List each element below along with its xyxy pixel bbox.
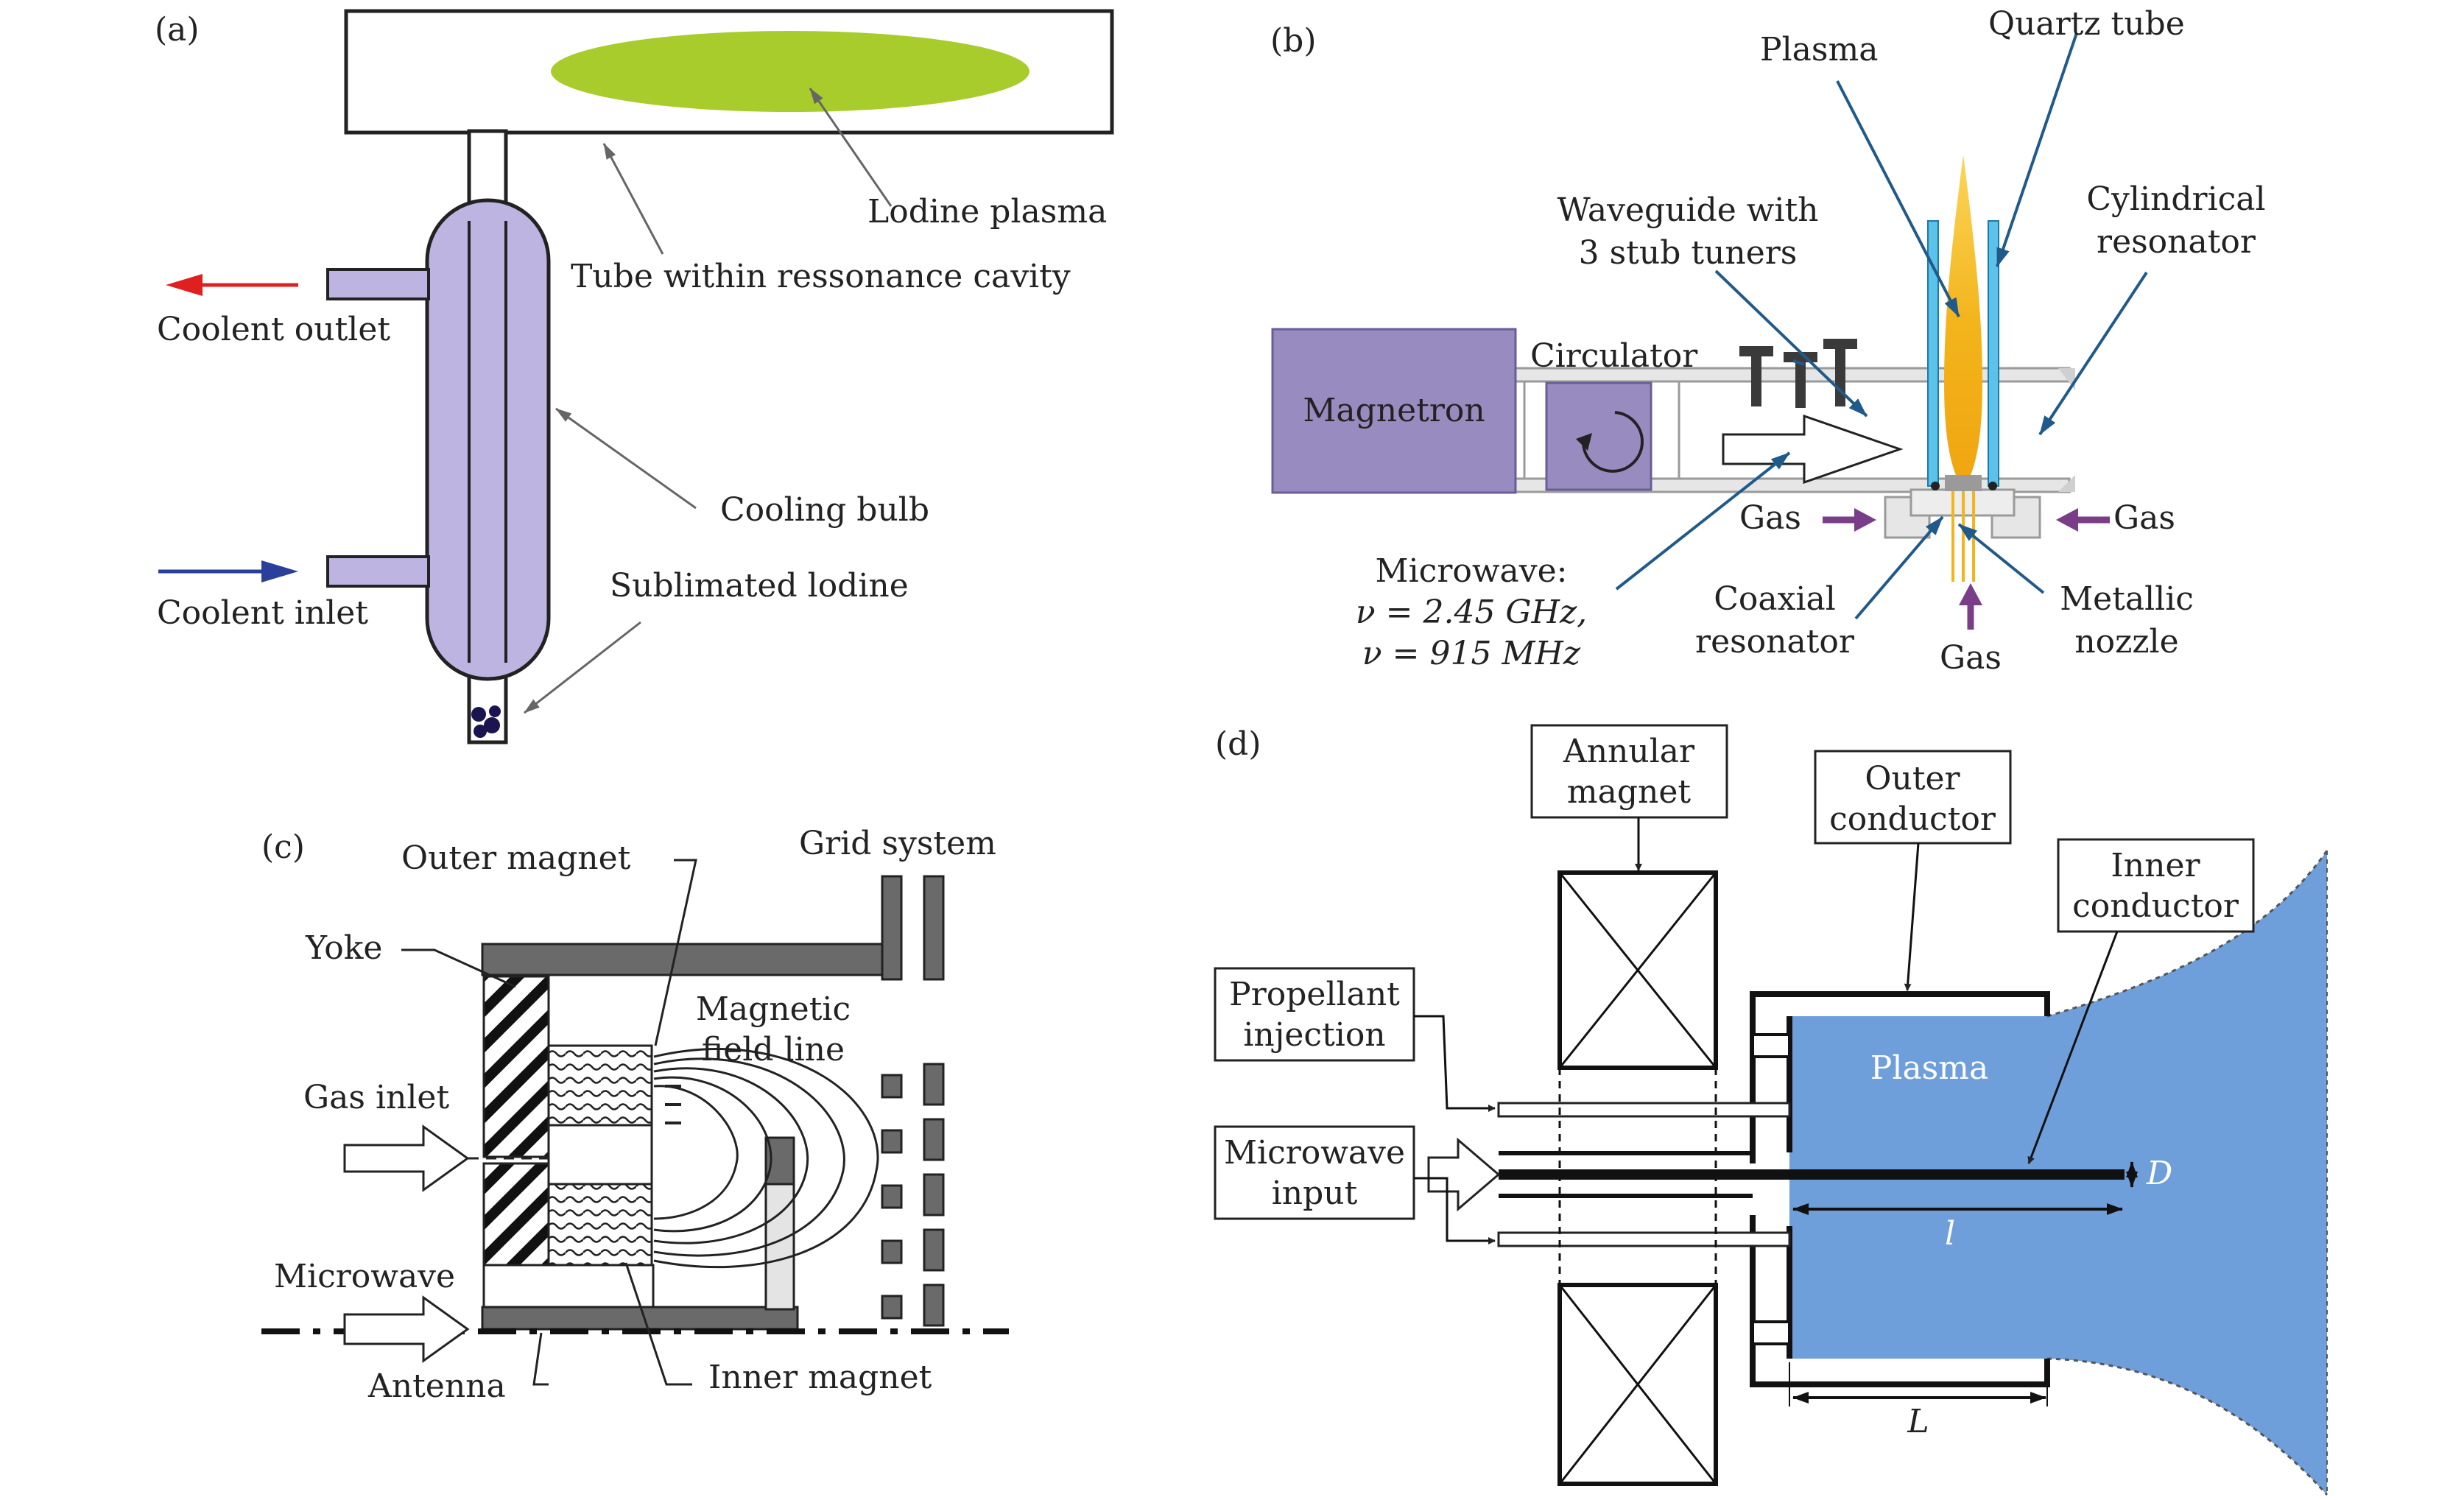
propellant-tube-lower [1497, 1231, 1791, 1247]
panel-d: (d) [1214, 724, 2329, 1496]
coolant-inlet-port [326, 555, 430, 588]
panel-b-tag: (b) [1270, 22, 1317, 60]
yoke-hatched-upper [482, 975, 550, 1158]
panel-c-tag: (c) [261, 828, 305, 866]
resonance-tube-label: Tube within ressonance cavity [571, 258, 1071, 295]
dimension-L-label: L [1907, 1403, 1929, 1440]
gas-arrow-right [2056, 508, 2110, 532]
panel-a-tag: (a) [155, 11, 200, 49]
quartz-tube-label: Quartz tube [1988, 5, 2185, 43]
circulator-rotation-icon [1582, 411, 1644, 473]
circulator-box [1545, 381, 1652, 491]
field-line-label-line1: Magnetic [696, 990, 851, 1028]
gas-inlet-arrow [343, 1124, 470, 1192]
outer-conductor-box [1814, 750, 2012, 845]
outer-magnet [547, 1044, 653, 1127]
coolant-outlet-label: Coolent outlet [157, 311, 390, 348]
cylindrical-resonator-label-line1: Cylindrical [2086, 180, 2265, 218]
metallic-nozzle-label-line2: nozzle [2074, 623, 2178, 661]
yoke-label: Yoke [305, 929, 382, 967]
gas-arrow-bottom [1959, 583, 1982, 630]
grid-system-label: Grid system [799, 825, 996, 862]
cooling-bulb-label: Cooling bulb [720, 491, 929, 529]
dimension-D-label: D [2146, 1155, 2172, 1192]
microwave-spec-line1: Microwave: [1376, 552, 1568, 590]
gas-inlet-label: Gas inlet [303, 1079, 449, 1116]
plasma-flame [1944, 155, 1982, 490]
propellant-tube-upper [1497, 1102, 1791, 1118]
waveguide-label-line1: Waveguide with [1557, 191, 1818, 229]
inner-magnet-label: Inner magnet [708, 1359, 932, 1396]
iodine-plasma-label: Lodine plasma [867, 193, 1107, 230]
inner-conductor-label-line1: Inner [2111, 847, 2200, 884]
microwave-label-c: Microwave [274, 1258, 455, 1295]
microwave-direction-arrow [1722, 414, 1904, 485]
coolant-outlet-port [326, 268, 430, 300]
gas-arrow-left [1823, 508, 1876, 532]
field-line-label-line2: field line [702, 1031, 845, 1068]
inner-conductor-rod [1499, 1169, 2125, 1180]
outer-conductor-label-line1: Outer [1865, 760, 1960, 797]
propellant-injection-label-line2: injection [1243, 1016, 1385, 1054]
grid-system [881, 875, 945, 1327]
antenna-label: Antenna [367, 1367, 506, 1405]
iodine-crystals [471, 705, 501, 738]
cooling-bulb [425, 198, 551, 681]
metallic-nozzle-label-line1: Metallic [2060, 580, 2194, 618]
magnetic-field-lines [653, 1048, 879, 1269]
waveguide-label-line2: 3 stub tuners [1579, 234, 1798, 272]
panel-b: (b) Magnetron Circulator [1270, 5, 2266, 677]
panel-c: (c) [261, 825, 1009, 1405]
inner-magnet [547, 1183, 653, 1267]
annular-magnet-lower [1557, 1283, 1718, 1486]
gas-label-right: Gas [2113, 499, 2175, 537]
yoke-bottom-bar [481, 1306, 799, 1331]
cylindrical-resonator-label-line2: resonator [2097, 223, 2256, 261]
outer-conductor-label-line2: conductor [1829, 800, 1996, 838]
circulator-label: Circulator [1530, 337, 1698, 375]
magnetron-label: Magnetron [1303, 392, 1485, 429]
microwave-arrow-c [343, 1295, 470, 1363]
yoke-hatched-lower [482, 1162, 550, 1267]
iodine-plasma-ellipse [551, 31, 1029, 112]
gas-label-left: Gas [1739, 499, 1801, 537]
magnetron-box [1271, 328, 1517, 494]
microwave-input-arrow [1427, 1137, 1501, 1212]
annular-magnet-label-line2: magnet [1567, 773, 1691, 811]
quartz-tube-right [1988, 220, 1999, 487]
microwave-spec-line2: ν = 2.45 GHz, [1356, 594, 1587, 631]
coaxial-resonator-label-line1: Coaxial [1714, 580, 1836, 618]
annular-magnet-box [1530, 724, 1728, 819]
microwave-input-box [1214, 1125, 1415, 1220]
metallic-nozzle [1945, 475, 1982, 491]
yoke-top-bar [481, 943, 885, 976]
dimension-l-label: l [1945, 1215, 1955, 1253]
propellant-injection-box [1214, 967, 1415, 1062]
panel-a: (a) Lodine plasma Tube w [155, 9, 1114, 744]
stub-tuners [1739, 339, 1857, 408]
propellant-injection-label-line1: Propellant [1229, 976, 1400, 1013]
panel-d-tag: (d) [1215, 725, 1261, 763]
coolant-inlet-arrow [158, 560, 298, 582]
inner-conductor-box [2057, 838, 2255, 933]
plasma-label-d: Plasma [1870, 1049, 1988, 1087]
outer-magnet-label: Outer magnet [401, 839, 631, 877]
sublimated-iodine-label: Sublimated lodine [610, 567, 909, 605]
coaxial-resonator-label-line2: resonator [1695, 623, 1855, 661]
coolant-outlet-arrow [166, 274, 298, 296]
annular-magnet-label-line1: Annular [1563, 733, 1695, 770]
gas-label-bottom: Gas [1940, 639, 2002, 677]
microwave-spec-line3: ν = 915 MHz [1362, 635, 1581, 672]
coolant-inlet-label: Coolent inlet [157, 594, 368, 632]
microwave-input-label-line2: input [1272, 1175, 1358, 1212]
inner-conductor-label-line2: conductor [2072, 887, 2239, 925]
annular-magnet-upper [1557, 870, 1718, 1070]
plasma-label-b: Plasma [1760, 31, 1878, 68]
microwave-input-label-line1: Microwave [1224, 1134, 1405, 1172]
